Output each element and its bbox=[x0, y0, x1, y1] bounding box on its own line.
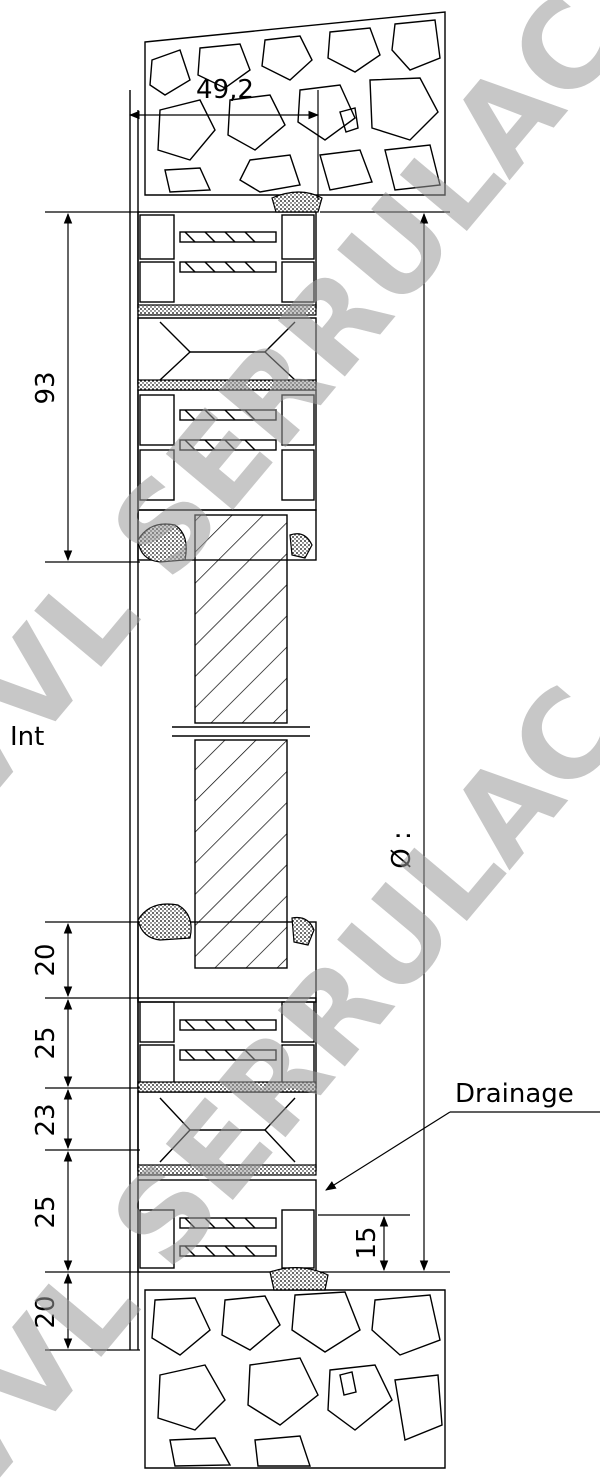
glazing-panel bbox=[172, 514, 310, 969]
masonry-bottom bbox=[144, 1289, 446, 1469]
dim-bottom-20b: 20 bbox=[31, 1295, 61, 1328]
dim-top-width: 49,2 bbox=[196, 75, 254, 105]
masonry-top bbox=[144, 11, 446, 196]
dim-bottom-23: 23 bbox=[31, 1103, 61, 1136]
dim-bottom-20a: 20 bbox=[31, 943, 61, 976]
dim-bottom-25a: 25 bbox=[31, 1026, 61, 1059]
dimension-lines bbox=[45, 90, 600, 1351]
gaskets-bottom bbox=[137, 903, 329, 1291]
dim-bottom-25b: 25 bbox=[31, 1195, 61, 1228]
dim-overall: Ø : bbox=[387, 831, 417, 869]
dim-sill-15: 15 bbox=[352, 1226, 382, 1259]
gaskets-top bbox=[137, 191, 323, 563]
dim-height-top: 93 bbox=[31, 371, 61, 404]
label-drainage: Drainage bbox=[455, 1079, 574, 1109]
label-interior: Int bbox=[10, 722, 44, 752]
